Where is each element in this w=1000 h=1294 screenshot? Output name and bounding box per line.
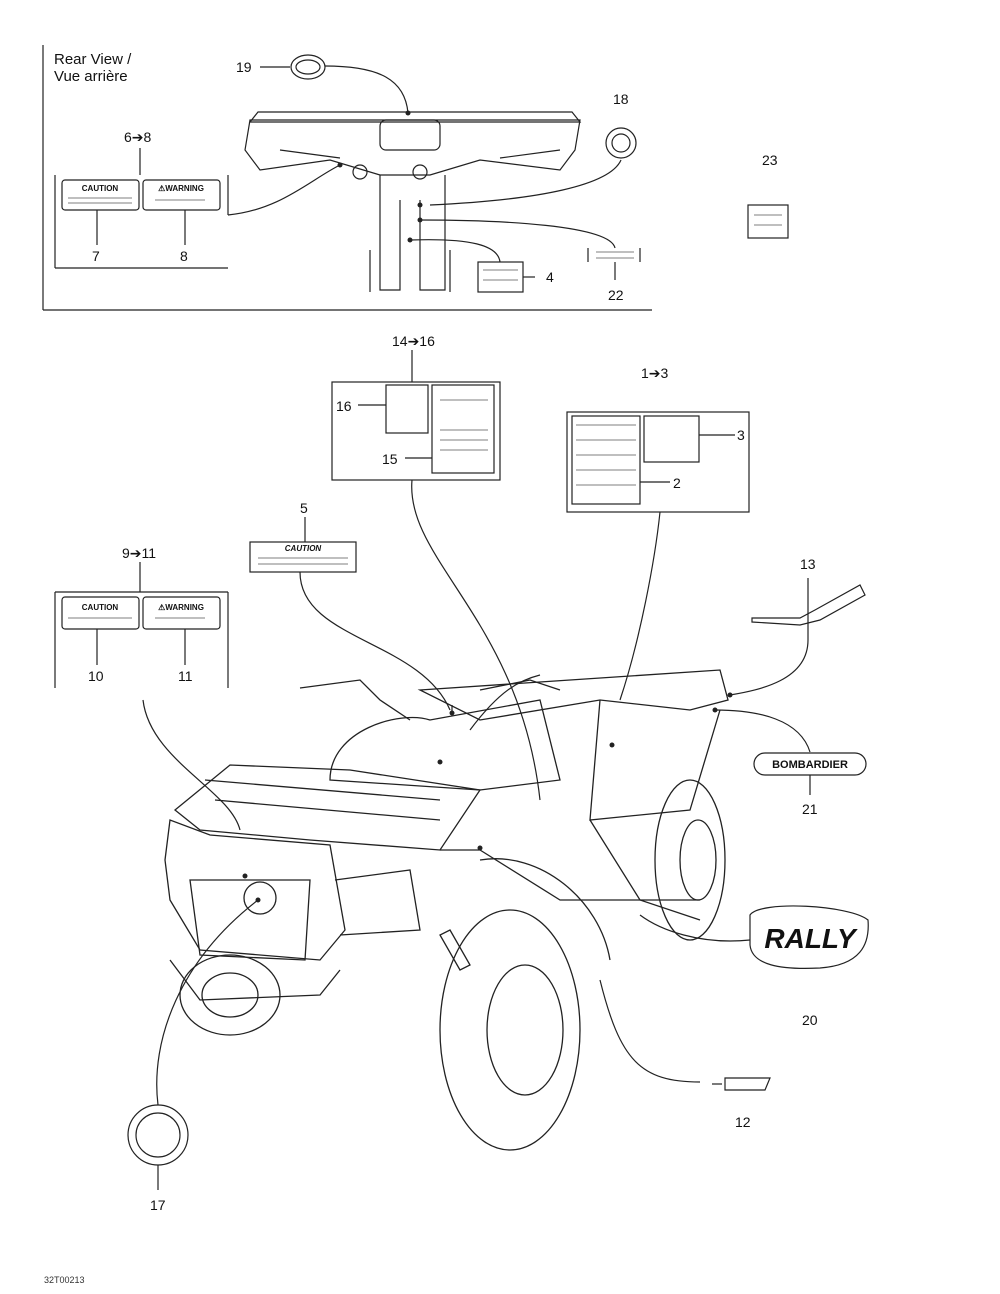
rear-view-title-fr: Vue arrière [54,68,128,85]
leader-19 [324,65,409,114]
callout-12: 12 [735,1114,751,1130]
decal-20 [749,905,869,969]
callout-8: 8 [180,248,188,264]
emblem-18 [605,127,637,159]
decal-5 [249,541,357,573]
decal-13 [729,578,866,696]
decal-21-text: BOMBARDIER [772,759,848,771]
callout-7: 7 [92,248,100,264]
callout-5: 5 [300,500,308,516]
callout-19: 19 [236,59,252,75]
decal-box-6-8 [54,148,341,269]
emblem-17 [127,1104,189,1166]
callout-23: 23 [762,152,778,168]
rear-view-frame [42,45,652,311]
callout-13: 13 [800,556,816,572]
decal-23 [747,204,789,239]
callout-2: 2 [673,475,681,491]
callout-17: 17 [150,1197,166,1213]
decal-5-title: CAUTION [285,544,322,553]
figure-code: 32T00213 [44,1275,85,1285]
decal-12 [724,1077,771,1091]
decal-22 [419,219,641,280]
decal-box-14-16 [331,350,541,801]
callout-11: 11 [178,668,193,684]
callout-20: 20 [802,1012,818,1028]
rear-view-title: Rear View / Vue arrière [54,51,131,85]
decal-box-9-11 [54,562,241,831]
callout-3: 3 [737,427,745,443]
rear-view-vehicle [244,111,582,292]
decal-7-title: CAUTION [82,184,119,193]
decal-20-text: RALLY [764,923,858,954]
callout-15: 15 [382,451,398,467]
callout-1-3: 1➔3 [641,365,669,381]
callout-6-8: 6➔8 [124,129,152,145]
callout-22: 22 [608,287,624,303]
rear-view-title-en: Rear View / [54,51,132,68]
decal-box-1-3 [566,411,750,701]
callout-18: 18 [613,91,629,107]
decal-11-title: ⚠WARNING [158,603,204,612]
callout-10: 10 [88,668,104,684]
emblem-19 [290,54,326,80]
callout-9-11: 9➔11 [122,545,157,561]
decal-8-title: ⚠WARNING [158,184,204,193]
leader-18 [429,159,622,206]
decal-10-title: CAUTION [82,603,119,612]
callout-14-16: 14➔16 [392,333,435,349]
callout-16: 16 [336,398,352,414]
atv-main-view [164,669,729,1151]
decal-4 [477,261,524,293]
callout-21: 21 [802,801,818,817]
callout-4: 4 [546,269,554,285]
